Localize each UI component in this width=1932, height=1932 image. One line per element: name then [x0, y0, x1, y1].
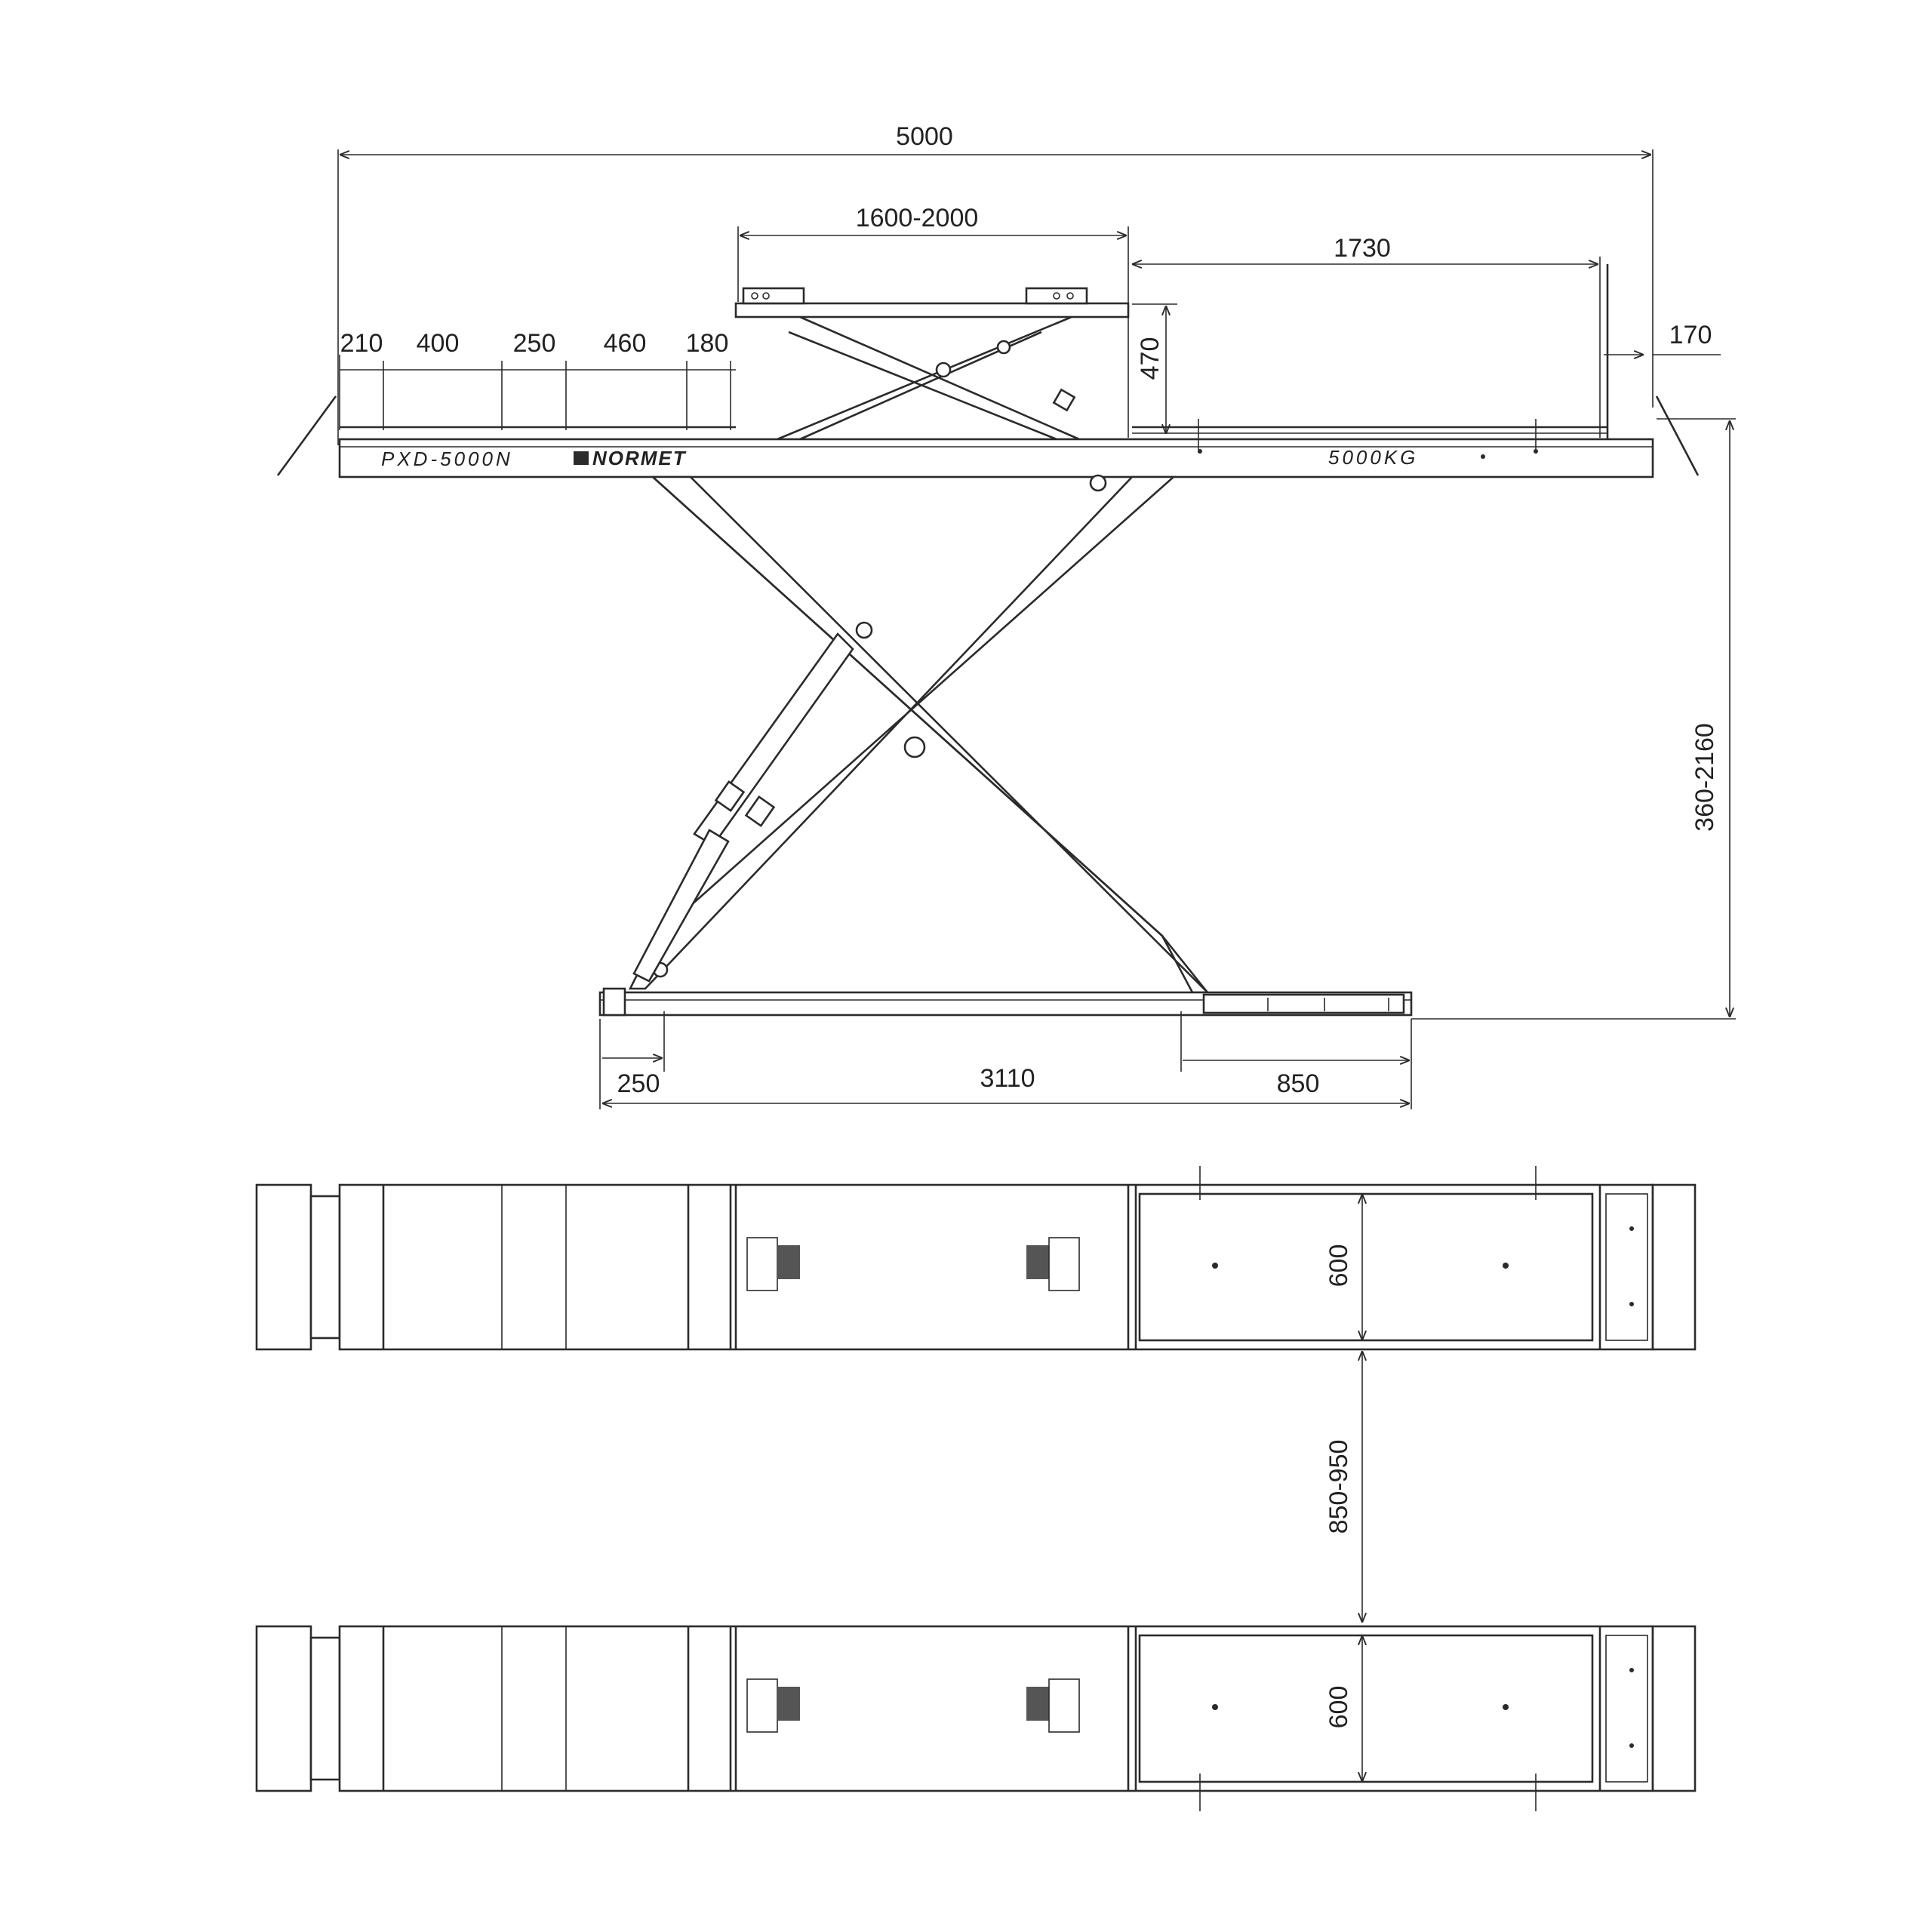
- base-left-label: 250: [617, 1069, 660, 1098]
- dimension-overall-length: 5000: [337, 122, 1654, 445]
- upper-platform: [734, 287, 1130, 441]
- track-spacing-label: 850-950: [1324, 1440, 1353, 1534]
- brand-mark-icon: [574, 451, 589, 465]
- platform-height-label: 470: [1136, 337, 1164, 380]
- track-lower: 600: [255, 1625, 1697, 1811]
- dimension-top-platform: 1600-2000: [737, 204, 1129, 438]
- segment-label: 180: [686, 329, 729, 358]
- main-scissor: [628, 474, 1211, 994]
- top-platform-length-label: 1600-2000: [856, 204, 979, 232]
- dimension-right-end: 170: [1604, 321, 1721, 355]
- capacity-label: 5000KG: [1328, 446, 1418, 469]
- segment-label: 460: [604, 329, 647, 358]
- dimension-segments: 210 400 250 460 180: [339, 329, 736, 430]
- turntable-pad-icon: [1026, 1678, 1080, 1733]
- track-width-lower-label: 600: [1324, 1686, 1353, 1729]
- turntable-pad-icon: [1026, 1237, 1080, 1291]
- right-section-length-label: 1730: [1334, 234, 1391, 263]
- overall-length-label: 5000: [896, 122, 953, 151]
- dimension-platform-height: 470: [1132, 303, 1177, 434]
- model-label: PXD-5000N: [381, 448, 513, 470]
- right-end-label: 170: [1669, 321, 1712, 349]
- brand-label: NORMET: [592, 447, 687, 469]
- segment-label: 250: [513, 329, 556, 358]
- dimension-base: 250 3110 850: [599, 1011, 1412, 1109]
- base-frame: [598, 987, 1413, 1017]
- top-view: 600 850-950: [255, 1166, 1697, 1811]
- lift-height-label: 360-2160: [1690, 723, 1719, 832]
- side-view: 5000 1600-2000 1730 470 170: [276, 122, 1736, 1109]
- main-deck: PXD-5000N NORMET 5000KG: [276, 264, 1700, 478]
- dimension-right-section: 1730: [1132, 234, 1601, 438]
- track-upper: 600: [255, 1166, 1697, 1351]
- base-span-label: 3110: [980, 1064, 1035, 1093]
- turntable-pad-icon: [746, 1678, 800, 1733]
- segment-label: 210: [340, 329, 383, 358]
- segment-label: 400: [417, 329, 460, 358]
- dimension-track-spacing: 850-950: [1324, 1351, 1362, 1623]
- base-right-label: 850: [1277, 1069, 1320, 1098]
- turntable-pad-icon: [746, 1237, 800, 1291]
- track-width-upper-label: 600: [1324, 1244, 1353, 1287]
- dimension-lift-height: 360-2160: [1411, 418, 1736, 1020]
